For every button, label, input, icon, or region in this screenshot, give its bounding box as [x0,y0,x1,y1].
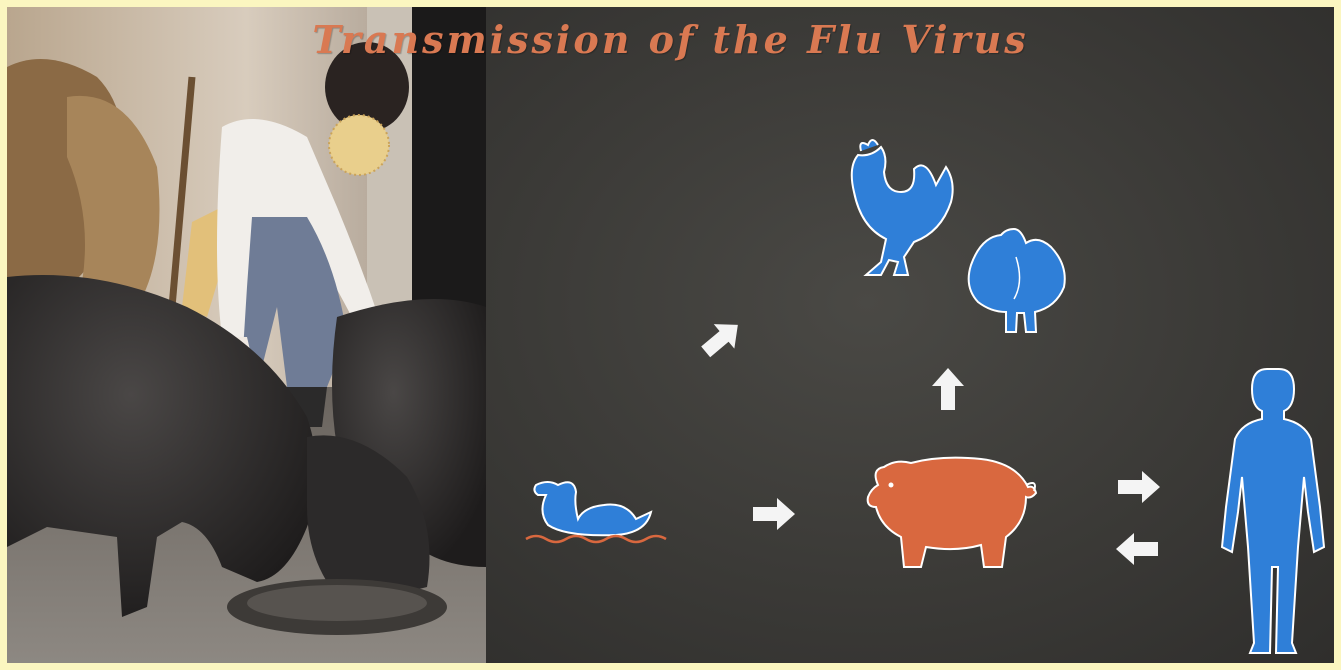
diagram-title: Transmission of the Flu Virus [7,17,1334,62]
transmission-diagram [486,7,1334,663]
arrow-duck-to-rooster [695,313,748,365]
farm-photo [7,7,486,663]
turkey-icon [969,229,1065,332]
pig-icon [868,458,1036,567]
arrow-duck-to-pig [753,498,795,530]
human-icon [1222,369,1324,653]
duck-icon [526,482,666,542]
arrow-pig-to-turkey [932,368,964,410]
rooster-icon [852,140,953,275]
arrow-human-to-pig [1116,533,1158,565]
arrow-pig-to-human [1118,471,1160,503]
slide: Transmission of the Flu Virus [7,7,1334,663]
